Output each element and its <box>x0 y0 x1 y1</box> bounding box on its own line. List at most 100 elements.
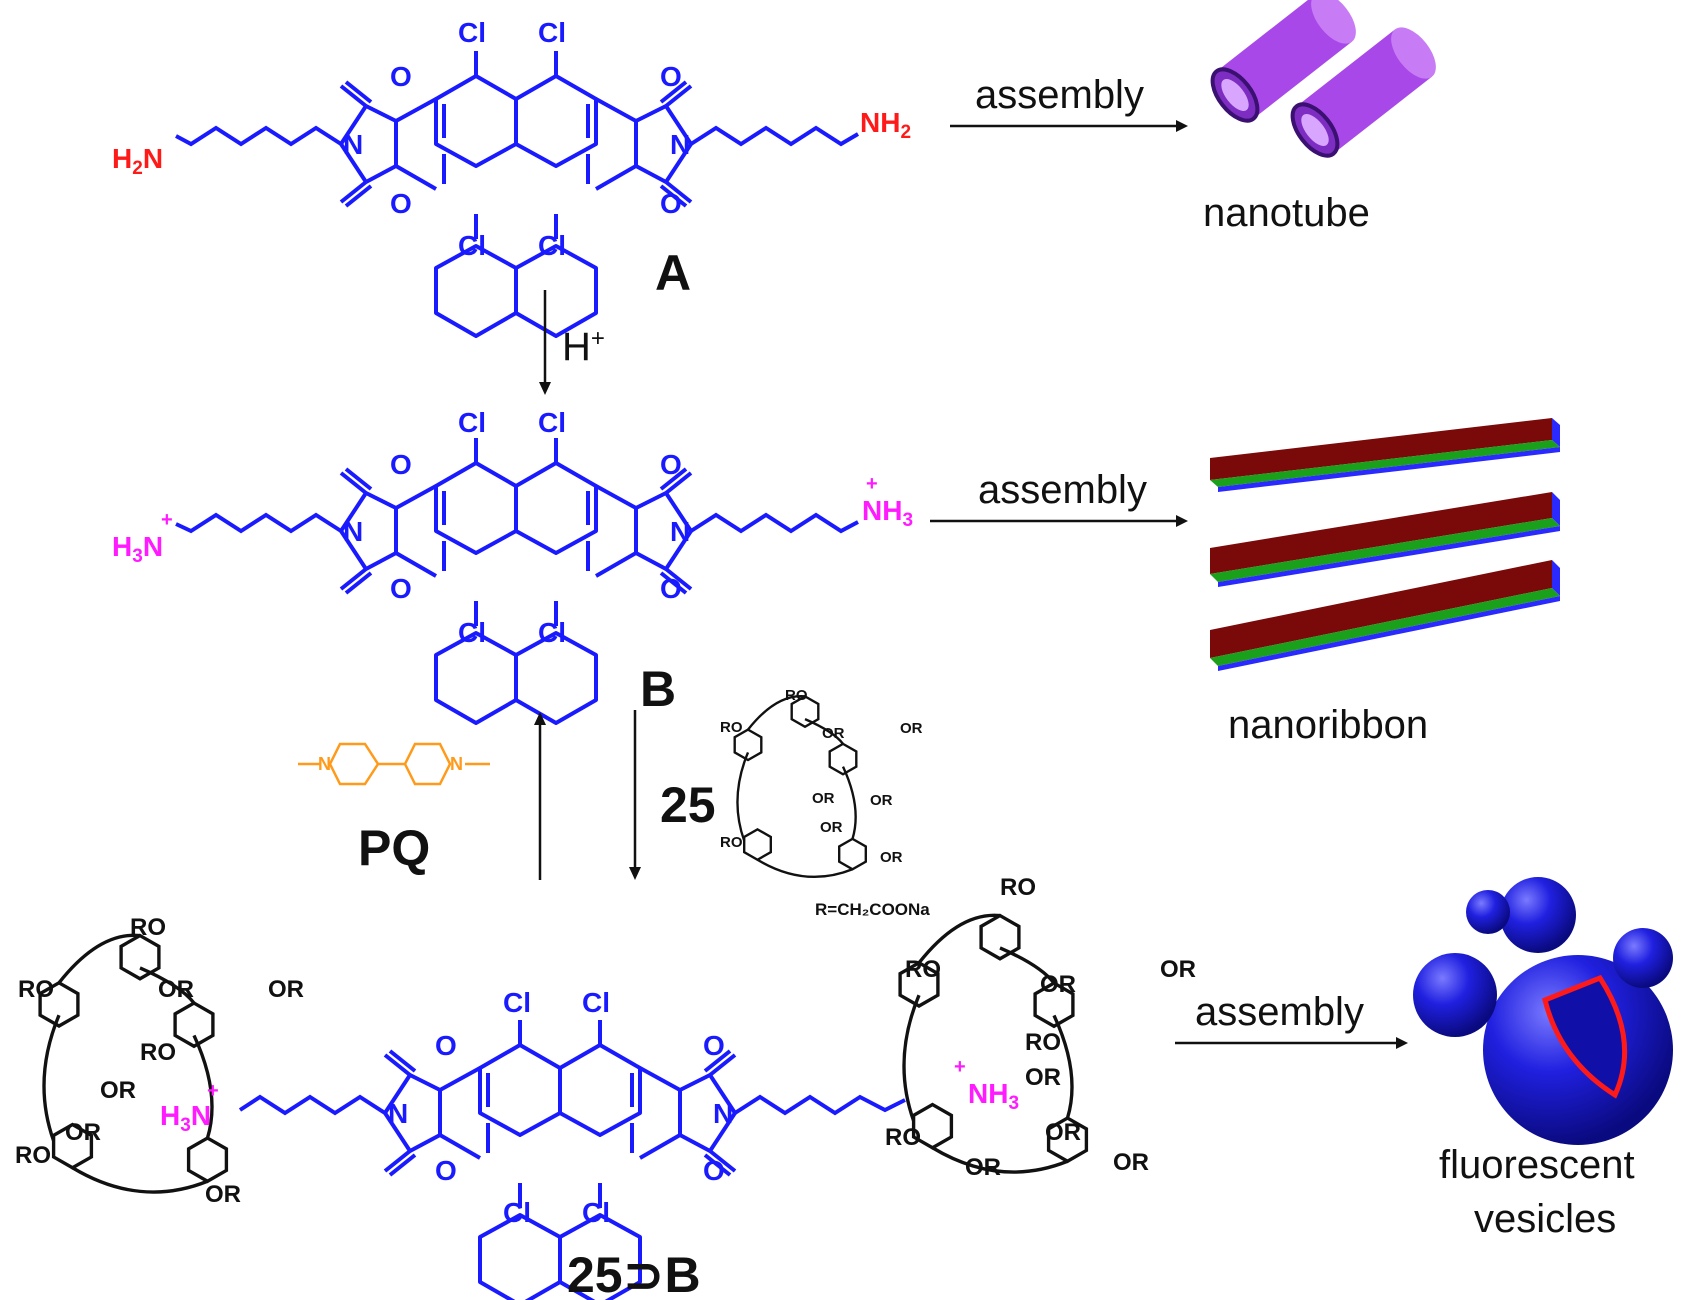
or-label: OR <box>1025 1064 1061 1091</box>
assembly-label-3: assembly <box>1195 990 1364 1034</box>
chain-left <box>175 125 343 147</box>
atom-cl: Cl <box>538 407 566 438</box>
assembly-arrow-3 <box>1175 1037 1408 1049</box>
plus-sign: + <box>207 1080 219 1102</box>
assembly-label-2: assembly <box>978 468 1147 512</box>
complex-structure: O O O O N N Cl Cl Cl Cl RO RO OR OR RO O… <box>15 874 1196 1300</box>
paraquat-n-right: N <box>450 754 463 774</box>
atom-o: O <box>660 449 682 480</box>
nanotube-graphic <box>1210 0 1436 158</box>
paraquat-label: PQ <box>358 820 430 876</box>
atom-n: N <box>670 516 690 547</box>
ro-label: RO <box>130 914 166 941</box>
atom-o: O <box>660 61 682 92</box>
atom-o: O <box>390 573 412 604</box>
or-label: OR <box>1045 1119 1081 1146</box>
or-label: OR <box>870 792 893 809</box>
ammonium-right: NH3 <box>862 495 913 531</box>
compound-a-label: A <box>655 245 691 301</box>
plus-sign: + <box>161 509 173 531</box>
atom-cl: Cl <box>582 1197 610 1228</box>
atom-n: N <box>670 129 690 160</box>
or-label: OR <box>205 1181 241 1208</box>
atom-n: N <box>343 516 363 547</box>
atom-cl: Cl <box>538 17 566 48</box>
amine-right: NH2 <box>860 107 911 143</box>
atom-cl: Cl <box>538 617 566 648</box>
ro-label: RO <box>1000 874 1036 901</box>
ammonium-right: NH3 <box>968 1078 1019 1114</box>
amine-left: H2N <box>112 143 163 179</box>
complex-label: 25⊃B <box>567 1247 701 1300</box>
or-label: OR <box>268 976 304 1003</box>
ro-label: RO <box>720 834 743 851</box>
nanoribbon-label: nanoribbon <box>1228 703 1428 747</box>
atom-cl: Cl <box>503 1197 531 1228</box>
release-arrow <box>534 712 546 880</box>
ro-label: RO <box>15 1142 51 1169</box>
atom-o: O <box>660 188 682 219</box>
ro-label: RO <box>885 1124 921 1151</box>
or-label: OR <box>900 720 923 737</box>
atom-cl: Cl <box>458 230 486 261</box>
chain-right <box>689 512 859 534</box>
atom-cl: Cl <box>458 617 486 648</box>
atom-n: N <box>388 1098 408 1129</box>
or-label: OR <box>820 819 843 836</box>
or-label: OR <box>880 849 903 866</box>
ro-label: RO <box>140 1039 176 1066</box>
or-label: OR <box>965 1154 1001 1181</box>
atom-cl: Cl <box>503 987 531 1018</box>
chain-right <box>733 1094 906 1116</box>
nanotube-label: nanotube <box>1203 191 1370 235</box>
paraquat-n-left: N <box>318 754 331 774</box>
or-label: OR <box>812 790 835 807</box>
ro-label: RO <box>18 976 54 1003</box>
chain-right <box>689 125 860 147</box>
ammonium-left: H3N <box>160 1100 211 1136</box>
chain-left <box>175 512 343 534</box>
or-label: OR <box>158 976 194 1003</box>
ro-label: RO <box>1025 1029 1061 1056</box>
plus-sign: + <box>866 473 878 495</box>
nanoribbon-graphic <box>1210 418 1560 671</box>
atom-cl: Cl <box>458 407 486 438</box>
or-label: OR <box>1160 956 1196 983</box>
atom-n: N <box>343 129 363 160</box>
ro-label: RO <box>905 956 941 983</box>
acid-arrow <box>539 290 551 395</box>
atom-o: O <box>390 61 412 92</box>
ro-label: RO <box>785 687 808 704</box>
atom-n: N <box>713 1098 733 1129</box>
atom-o: O <box>703 1155 725 1186</box>
atom-o: O <box>435 1155 457 1186</box>
atom-o: O <box>390 449 412 480</box>
compound-b-label: B <box>640 661 676 717</box>
atom-o: O <box>660 573 682 604</box>
paraquat-structure <box>298 742 490 786</box>
assembly-arrow-1 <box>950 120 1188 132</box>
atom-cl: Cl <box>538 230 566 261</box>
plus-sign: + <box>954 1056 966 1078</box>
or-label: OR <box>100 1077 136 1104</box>
atom-cl: Cl <box>458 17 486 48</box>
assembly-label-1: assembly <box>975 73 1144 117</box>
vesicles-graphic <box>1413 877 1673 1145</box>
or-label: OR <box>1040 971 1076 998</box>
ammonium-left: H3N <box>112 531 163 567</box>
atom-cl: Cl <box>582 987 610 1018</box>
or-label: OR <box>65 1119 101 1146</box>
atom-o: O <box>703 1030 725 1061</box>
host-25-structure: RO RO OR OR OR RO OR OR OR <box>720 687 923 879</box>
vesicles-label-line1: fluorescent <box>1439 1143 1635 1187</box>
compound-a-structure: O O O O N N Cl Cl Cl Cl H2N NH2 <box>112 17 911 338</box>
or-label: OR <box>822 725 845 742</box>
atom-o: O <box>435 1030 457 1061</box>
host-arrow <box>629 710 641 880</box>
atom-o: O <box>390 188 412 219</box>
r-group-note: R=CH₂COONa <box>815 900 930 919</box>
compound-b-structure: O O O O N N Cl Cl Cl Cl H3N + NH3 + <box>112 407 913 725</box>
host-label: 25 <box>660 777 716 833</box>
ro-label: RO <box>720 719 743 736</box>
